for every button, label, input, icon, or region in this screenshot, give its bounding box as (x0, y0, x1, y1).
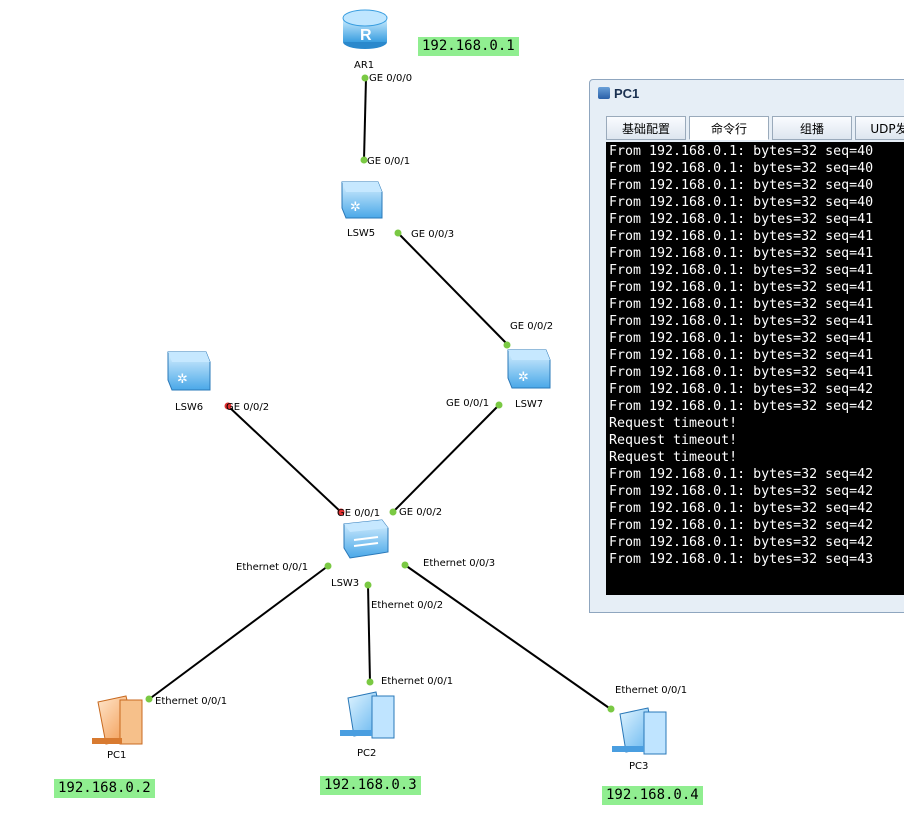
port-label: GE 0/0/1 (367, 156, 410, 167)
port-label: Ethernet 0/0/1 (615, 685, 687, 696)
port-label: GE 0/0/2 (226, 402, 269, 413)
svg-text:R: R (360, 27, 372, 44)
port-up-dot (361, 74, 369, 82)
port-up-dot (389, 508, 397, 516)
switch-icon[interactable]: ✲ (167, 351, 211, 391)
port-down-dot (224, 402, 232, 410)
switch-icon[interactable]: ✲ (341, 181, 383, 219)
console-line: From 192.168.0.1: bytes=32 seq=41 (609, 365, 874, 380)
port-label: Ethernet 0/0/1 (155, 696, 227, 707)
port-up-dot (360, 156, 368, 164)
device-label: LSW7 (515, 399, 543, 410)
port-up-dot (364, 581, 372, 589)
console-line: From 192.168.0.1: bytes=32 seq=40 (609, 178, 874, 193)
link-ar1-lsw5[interactable] (363, 77, 367, 161)
links (147, 77, 613, 711)
pc-icon[interactable] (612, 707, 667, 755)
port-label: GE 0/0/1 (337, 508, 380, 519)
port-label: GE 0/0/0 (369, 73, 412, 84)
device-label: PC3 (629, 761, 648, 772)
console-line: From 192.168.0.1: bytes=32 seq=40 (609, 161, 874, 176)
port-label: Ethernet 0/0/3 (423, 558, 495, 569)
pc1-window[interactable]: PC1 基础配置 命令行 组播 UDP发包 From 192.168.0.1: … (589, 79, 904, 613)
port-up-dot (366, 678, 374, 686)
console-line: Request timeout! (609, 433, 738, 448)
pc-icon[interactable] (340, 691, 395, 739)
port-label: GE 0/0/2 (399, 507, 442, 518)
console-line: From 192.168.0.1: bytes=32 seq=41 (609, 229, 874, 244)
port-up-dot (145, 695, 153, 703)
device-label: LSW6 (175, 402, 203, 413)
window-title[interactable]: PC1 (598, 86, 639, 101)
port-label: Ethernet 0/0/2 (371, 600, 443, 611)
pc-icon[interactable] (92, 695, 143, 745)
window-title-text: PC1 (614, 86, 640, 101)
port-up-dot (394, 229, 402, 237)
device-label: AR1 (354, 60, 374, 71)
switch-icon[interactable] (343, 519, 389, 559)
port-up-dot (495, 401, 503, 409)
ip-label-pc2: 192.168.0.3 (320, 776, 421, 795)
svg-text:✲: ✲ (350, 200, 361, 215)
console-line: From 192.168.0.1: bytes=32 seq=41 (609, 297, 874, 312)
link-lsw3-pc2[interactable] (367, 584, 371, 683)
console-line: From 192.168.0.1: bytes=32 seq=42 (609, 467, 874, 482)
console-line: From 192.168.0.1: bytes=32 seq=41 (609, 280, 874, 295)
link-lsw7-lsw3[interactable] (391, 405, 499, 514)
console-line: From 192.168.0.1: bytes=32 seq=41 (609, 331, 874, 346)
router-icon[interactable]: R (342, 9, 388, 49)
port-down-dot (337, 508, 345, 516)
svg-text:✲: ✲ (518, 370, 529, 385)
console-line: From 192.168.0.1: bytes=32 seq=42 (609, 484, 874, 499)
port-up-dot (324, 562, 332, 570)
port-label: GE 0/0/1 (446, 398, 489, 409)
port-up-dot (607, 705, 615, 713)
port-up-dot (503, 341, 511, 349)
console-line: From 192.168.0.1: bytes=32 seq=40 (609, 144, 874, 159)
device-label: PC1 (107, 750, 126, 761)
device-label: PC2 (357, 748, 376, 759)
console-line: From 192.168.0.1: bytes=32 seq=41 (609, 314, 874, 329)
link-lsw3-pc1[interactable] (147, 565, 329, 701)
console-line: From 192.168.0.1: bytes=32 seq=41 (609, 212, 874, 227)
tab-bar: 基础配置 命令行 组播 UDP发包 (606, 116, 904, 141)
switch-icon[interactable]: ✲ (507, 349, 551, 389)
pc-window-icon (598, 87, 610, 99)
console-line: Request timeout! (609, 416, 738, 431)
port-label: Ethernet 0/0/1 (381, 676, 453, 687)
port-label: Ethernet 0/0/1 (236, 562, 308, 573)
ip-label-pc1: 192.168.0.2 (54, 779, 155, 798)
port-up-dot (401, 561, 409, 569)
ip-label-ar1: 192.168.0.1 (418, 37, 519, 56)
link-lsw3-pc3[interactable] (404, 564, 613, 711)
ip-label-pc3: 192.168.0.4 (602, 786, 703, 805)
console-line: From 192.168.0.1: bytes=32 seq=42 (609, 501, 874, 516)
tab-udp-send[interactable]: UDP发包 (855, 116, 904, 140)
console-line: Request timeout! (609, 450, 738, 465)
tab-command-line[interactable]: 命令行 (689, 116, 769, 140)
console-line: From 192.168.0.1: bytes=32 seq=42 (609, 535, 874, 550)
device-label: LSW3 (331, 578, 359, 589)
link-lsw5-lsw7[interactable] (397, 232, 509, 346)
console-line: From 192.168.0.1: bytes=32 seq=43 (609, 552, 874, 567)
console-line: From 192.168.0.1: bytes=32 seq=41 (609, 263, 874, 278)
console-line: From 192.168.0.1: bytes=32 seq=42 (609, 518, 874, 533)
console-line: From 192.168.0.1: bytes=32 seq=40 (609, 195, 874, 210)
console-line: From 192.168.0.1: bytes=32 seq=42 (609, 399, 874, 414)
console-line: From 192.168.0.1: bytes=32 seq=42 (609, 382, 874, 397)
port-label: GE 0/0/2 (510, 321, 553, 332)
console-line: From 192.168.0.1: bytes=32 seq=41 (609, 348, 874, 363)
device-label: LSW5 (347, 228, 375, 239)
svg-text:✲: ✲ (177, 372, 188, 387)
port-indicators (145, 74, 615, 713)
link-lsw6-lsw3[interactable] (227, 405, 343, 514)
tab-basic-config[interactable]: 基础配置 (606, 116, 686, 140)
console-line: From 192.168.0.1: bytes=32 seq=41 (609, 246, 874, 261)
port-label: GE 0/0/3 (411, 229, 454, 240)
tab-multicast[interactable]: 组播 (772, 116, 852, 140)
